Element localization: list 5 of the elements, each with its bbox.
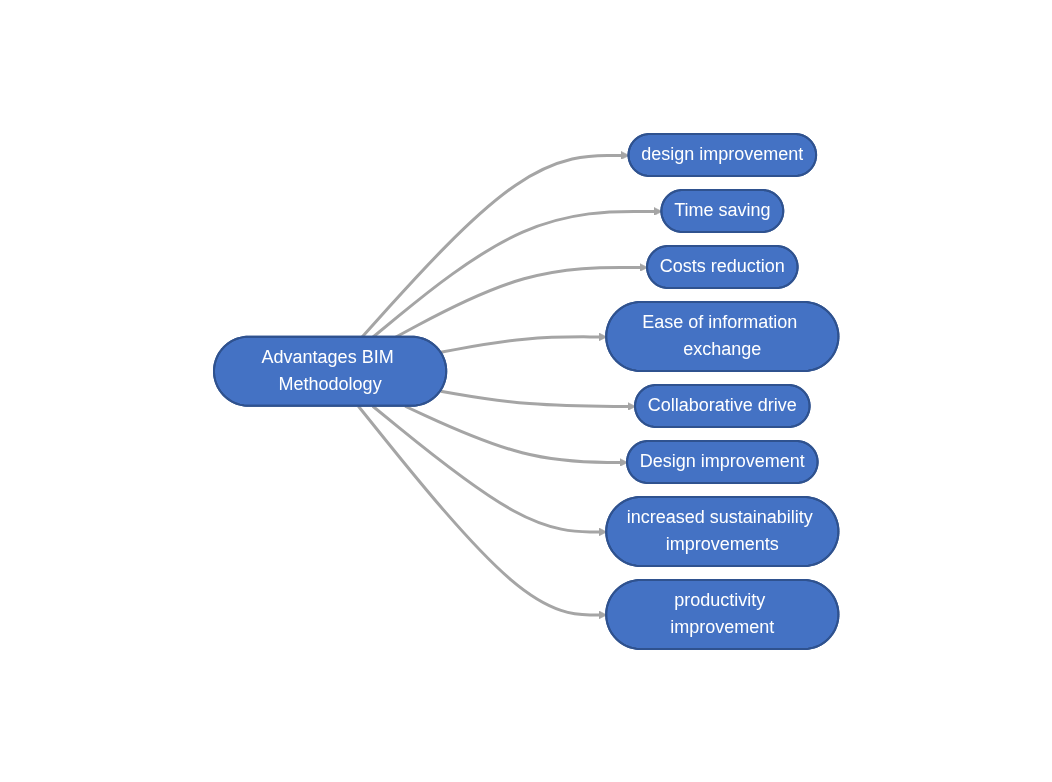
arrow [440,332,607,354]
arrow [371,404,607,536]
arrow [404,404,628,467]
arrow [440,389,636,411]
arrow [357,404,607,619]
